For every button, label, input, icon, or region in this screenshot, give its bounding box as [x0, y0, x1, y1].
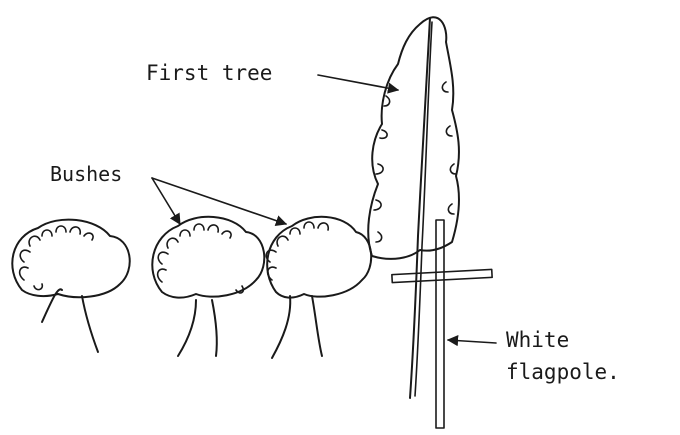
first-tree-arrow	[318, 75, 398, 90]
first-tree	[368, 17, 459, 398]
bush-3	[266, 217, 371, 358]
first-tree-label: First tree	[146, 61, 272, 85]
white-flagpole	[392, 220, 492, 428]
bushes-arrow-1	[152, 178, 180, 224]
flagpole-label-line2: flagpole.	[506, 360, 620, 384]
flagpole-arrow	[448, 340, 496, 343]
flagpole-label-line1: White	[506, 328, 569, 352]
bushes-label: Bushes	[50, 162, 122, 186]
bush-2	[152, 217, 264, 356]
bush-1	[12, 220, 129, 352]
